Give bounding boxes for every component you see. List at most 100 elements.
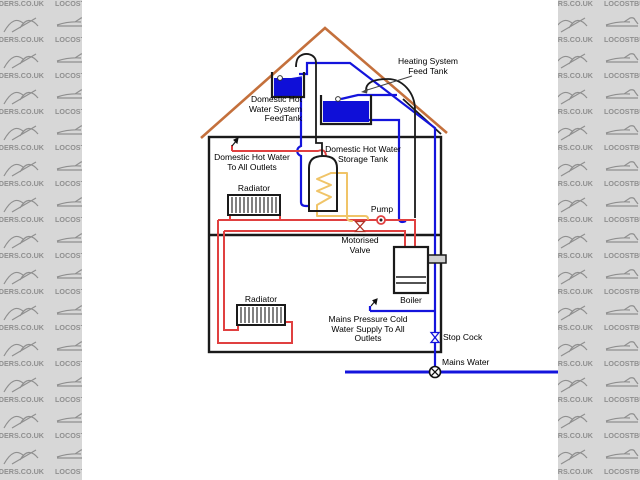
watermark-text: LOCOSTBUILDERS.CO.UK bbox=[604, 179, 640, 188]
cold-water-pipes bbox=[283, 61, 558, 374]
watermark-tile: LOCOSTBUILDERS.CO.UK bbox=[604, 413, 640, 440]
watermark-text: LOCOSTBUILDERS.CO.UK bbox=[0, 0, 45, 8]
watermark-text: LOCOSTBUILDERS.CO.UK bbox=[604, 395, 640, 404]
watermark-tile: LOCOSTBUILDERS.CO.UK bbox=[0, 341, 45, 368]
watermark-tile: LOCOSTBUILDERS.CO.UK bbox=[55, 125, 82, 152]
watermark-tile: LOCOSTBUILDERS.CO.UK bbox=[558, 0, 594, 8]
dhw-storage-cylinder bbox=[308, 154, 338, 212]
watermark-tile: LOCOSTBUILDERS.CO.UK bbox=[558, 89, 594, 116]
watermark-tile: LOCOSTBUILDERS.CO.UK bbox=[558, 125, 594, 152]
watermark-tile: LOCOSTBUILDERS.CO.UK bbox=[0, 0, 45, 8]
watermark-text: LOCOSTBUILDERS.CO.UK bbox=[55, 359, 82, 368]
float-ball-heating bbox=[335, 96, 341, 102]
watermark-tile: LOCOSTBUILDERS.CO.UK bbox=[0, 197, 45, 224]
watermark-tile: LOCOSTBUILDERS.CO.UK bbox=[604, 89, 640, 116]
watermark-text: LOCOSTBUILDERS.CO.UK bbox=[0, 431, 45, 440]
watermark-tile: LOCOSTBUILDERS.CO.UK bbox=[0, 377, 45, 404]
label-dhw-feed-tank: Domestic Hot Water System FeedTank bbox=[248, 94, 302, 123]
watermark-text: LOCOSTBUILDERS.CO.UK bbox=[55, 395, 82, 404]
watermark-text: LOCOSTBUILDERS.CO.UK bbox=[0, 287, 45, 296]
coil-pipes bbox=[316, 172, 369, 222]
watermark-text: LOCOSTBUILDERS.CO.UK bbox=[558, 251, 594, 260]
watermark-text: LOCOSTBUILDERS.CO.UK bbox=[558, 431, 594, 440]
watermark-text: LOCOSTBUILDERS.CO.UK bbox=[0, 35, 45, 44]
watermark-tile: LOCOSTBUILDERS.CO.UK bbox=[558, 53, 594, 80]
watermark-tile: LOCOSTBUILDERS.CO.UK bbox=[55, 89, 82, 116]
boiler-flue bbox=[427, 254, 447, 264]
watermark-text: LOCOSTBUILDERS.CO.UK bbox=[604, 323, 640, 332]
watermark-tile: LOCOSTBUILDERS.CO.UK bbox=[0, 449, 45, 476]
watermark-tile: LOCOSTBUILDERS.CO.UK bbox=[558, 197, 594, 224]
watermark-tile: LOCOSTBUILDERS.CO.UK bbox=[55, 197, 82, 224]
watermark-text: LOCOSTBUILDERS.CO.UK bbox=[604, 0, 640, 8]
heating-tank-inlet bbox=[340, 93, 397, 101]
watermark-tile: LOCOSTBUILDERS.CO.UK bbox=[558, 161, 594, 188]
watermark-text: LOCOSTBUILDERS.CO.UK bbox=[55, 431, 82, 440]
watermark-tile: LOCOSTBUILDERS.CO.UK bbox=[55, 449, 82, 476]
watermark-text: LOCOSTBUILDERS.CO.UK bbox=[55, 107, 82, 116]
watermark-text: LOCOSTBUILDERS.CO.UK bbox=[558, 35, 594, 44]
label-boiler: Boiler bbox=[400, 295, 422, 305]
boiler bbox=[392, 245, 447, 295]
watermark-tile: LOCOSTBUILDERS.CO.UK bbox=[604, 0, 640, 8]
watermark-band-left: LOCOSTBUILDERS.CO.UK LOCOSTBUILDERS.CO.UK… bbox=[0, 0, 82, 480]
cylinder-vent-pipe bbox=[295, 53, 323, 157]
watermark-text: LOCOSTBUILDERS.CO.UK bbox=[0, 395, 45, 404]
watermark-tile: LOCOSTBUILDERS.CO.UK bbox=[55, 53, 82, 80]
watermark-text: LOCOSTBUILDERS.CO.UK bbox=[55, 251, 82, 260]
watermark-tile: LOCOSTBUILDERS.CO.UK bbox=[604, 269, 640, 296]
watermark-tile: LOCOSTBUILDERS.CO.UK bbox=[0, 53, 45, 80]
watermark-text: LOCOSTBUILDERS.CO.UK bbox=[0, 359, 45, 368]
label-dhw-outlets: Domestic Hot Water To All Outlets bbox=[214, 152, 290, 172]
watermark-text: LOCOSTBUILDERS.CO.UK bbox=[0, 107, 45, 116]
watermark-tile: LOCOSTBUILDERS.CO.UK bbox=[558, 233, 594, 260]
watermark-text: LOCOSTBUILDERS.CO.UK bbox=[55, 287, 82, 296]
house-outline bbox=[207, 135, 443, 354]
watermark-text: LOCOSTBUILDERS.CO.UK bbox=[0, 323, 45, 332]
label-dhw-storage-tank: Domestic Hot Water Storage Tank bbox=[325, 144, 401, 164]
label-mains-water: Mains Water bbox=[442, 357, 490, 367]
watermark-text: LOCOSTBUILDERS.CO.UK bbox=[0, 143, 45, 152]
watermark-text: LOCOSTBUILDERS.CO.UK bbox=[604, 107, 640, 116]
watermark-text: LOCOSTBUILDERS.CO.UK bbox=[558, 179, 594, 188]
watermark-text: LOCOSTBUILDERS.CO.UK bbox=[0, 467, 45, 476]
label-stop-cock: Stop Cock bbox=[443, 332, 483, 342]
watermark-text: LOCOSTBUILDERS.CO.UK bbox=[55, 179, 82, 188]
label-pump: Pump bbox=[370, 204, 394, 214]
watermark-text: LOCOSTBUILDERS.CO.UK bbox=[558, 143, 594, 152]
mains-rising-pipe bbox=[299, 61, 437, 369]
return-pipe bbox=[224, 230, 406, 247]
heating-tank-pointer bbox=[363, 75, 413, 92]
watermark-text: LOCOSTBUILDERS.CO.UK bbox=[558, 215, 594, 224]
watermark-tile: LOCOSTBUILDERS.CO.UK bbox=[0, 305, 45, 332]
watermark-band-right: LOCOSTBUILDERS.CO.UK LOCOSTBUILDERS.CO.UK… bbox=[558, 0, 640, 480]
watermark-text: LOCOSTBUILDERS.CO.UK bbox=[55, 0, 82, 8]
radiator-upper bbox=[227, 194, 281, 216]
watermark-tile: LOCOSTBUILDERS.CO.UK bbox=[55, 269, 82, 296]
label-heating-feed-tank: Heating System Feed Tank bbox=[398, 56, 458, 76]
watermark-text: LOCOSTBUILDERS.CO.UK bbox=[604, 467, 640, 476]
watermark-tile: LOCOSTBUILDERS.CO.UK bbox=[604, 449, 640, 476]
vent-pipes bbox=[295, 53, 416, 218]
watermark-tile: LOCOSTBUILDERS.CO.UK bbox=[0, 125, 45, 152]
heating-feed-tank bbox=[319, 95, 373, 126]
watermark-tile: LOCOSTBUILDERS.CO.UK bbox=[604, 53, 640, 80]
watermark-tile: LOCOSTBUILDERS.CO.UK bbox=[604, 341, 640, 368]
watermark-tile: LOCOSTBUILDERS.CO.UK bbox=[55, 0, 82, 8]
label-radiator-lower: Radiator bbox=[244, 294, 278, 304]
watermark-tile: LOCOSTBUILDERS.CO.UK bbox=[604, 233, 640, 260]
watermark-text: LOCOSTBUILDERS.CO.UK bbox=[558, 71, 594, 80]
coil-flow bbox=[330, 172, 353, 222]
coil-and-return bbox=[316, 172, 369, 220]
watermark-tile: LOCOSTBUILDERS.CO.UK bbox=[558, 341, 594, 368]
watermark-text: LOCOSTBUILDERS.CO.UK bbox=[558, 0, 594, 8]
watermark-text: LOCOSTBUILDERS.CO.UK bbox=[604, 35, 640, 44]
label-radiator-upper: Radiator bbox=[237, 183, 271, 193]
watermark-tile: LOCOSTBUILDERS.CO.UK bbox=[558, 17, 594, 44]
watermark-tile: LOCOSTBUILDERS.CO.UK bbox=[558, 305, 594, 332]
watermark-tile: LOCOSTBUILDERS.CO.UK bbox=[0, 161, 45, 188]
watermark-text: LOCOSTBUILDERS.CO.UK bbox=[55, 215, 82, 224]
watermark-tile: LOCOSTBUILDERS.CO.UK bbox=[0, 413, 45, 440]
watermark-tile: LOCOSTBUILDERS.CO.UK bbox=[604, 161, 640, 188]
